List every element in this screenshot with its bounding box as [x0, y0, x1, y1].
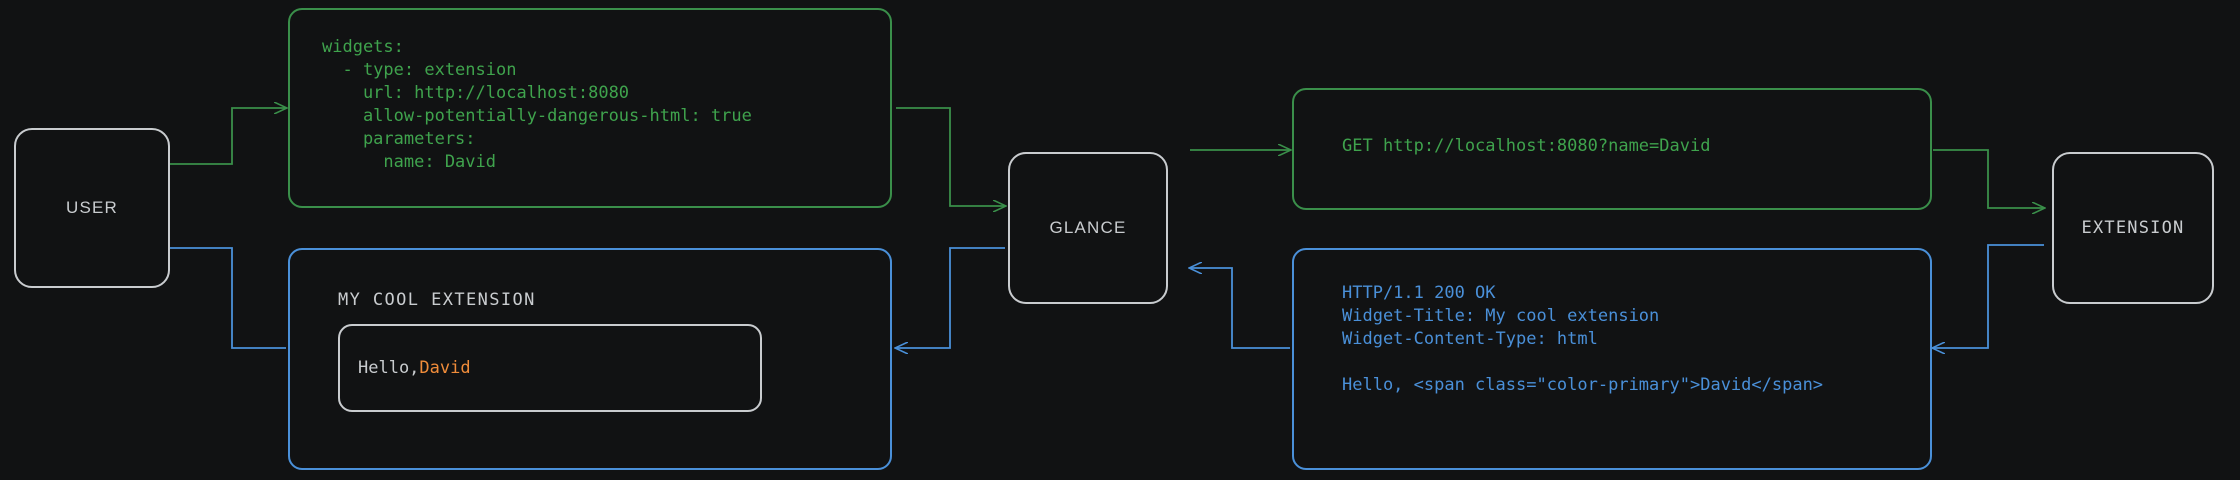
message-http-response: HTTP/1.1 200 OK Widget-Title: My cool ex… — [1292, 248, 1932, 470]
widget-greeting-name: David — [419, 358, 471, 378]
widget-title: MY COOL EXTENSION — [338, 290, 536, 310]
widget-greeting-prefix: Hello, — [358, 358, 420, 378]
message-http-request: GET http://localhost:8080?name=David — [1292, 88, 1932, 210]
wire-extension-to-response — [1933, 244, 2044, 348]
node-glance-label: GLANCE — [1049, 218, 1127, 237]
config-yaml-text: widgets: - type: extension url: http://l… — [322, 37, 752, 172]
widget-body: Hello, David — [338, 324, 762, 412]
node-extension-label: EXTENSION — [2081, 218, 2185, 238]
wire-glance-to-widget — [896, 247, 1005, 348]
http-request-text: GET http://localhost:8080?name=David — [1342, 136, 1711, 156]
node-extension[interactable]: EXTENSION — [2052, 152, 2214, 304]
widget-card: MY COOL EXTENSION Hello, David — [338, 290, 762, 412]
wire-response-to-glance — [1190, 268, 1290, 349]
message-config-yaml: widgets: - type: extension url: http://l… — [288, 8, 892, 208]
node-user-label: USER — [65, 198, 119, 217]
node-glance[interactable]: GLANCE — [1008, 152, 1168, 304]
wire-request-to-extension — [1933, 149, 2044, 208]
http-response-text: HTTP/1.1 200 OK Widget-Title: My cool ex… — [1342, 283, 1824, 395]
node-user[interactable]: USER — [14, 128, 170, 288]
message-rendered-widget: MY COOL EXTENSION Hello, David — [288, 248, 892, 470]
wire-config-to-glance — [896, 107, 1005, 206]
